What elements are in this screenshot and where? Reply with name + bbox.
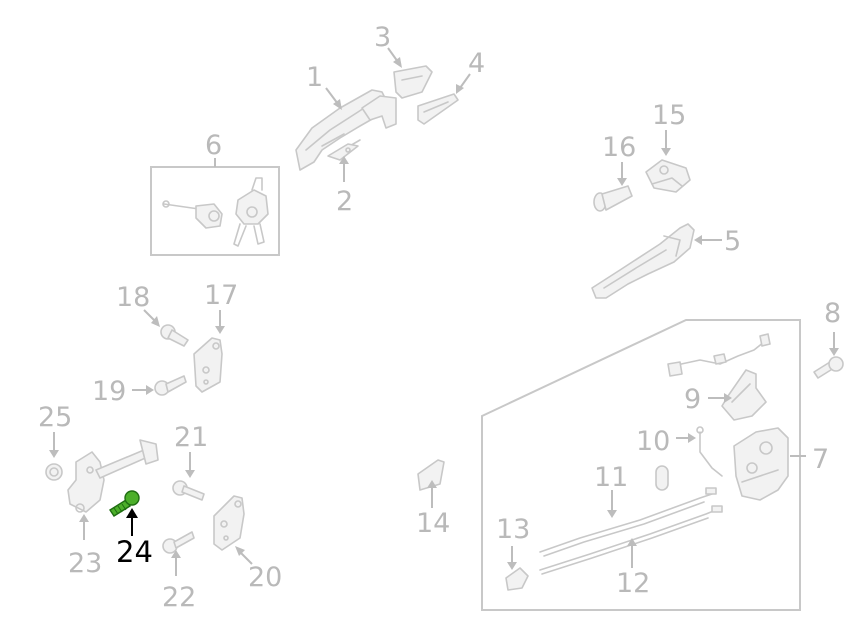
bolt-part-19[interactable]	[154, 375, 187, 396]
callout-22: 22	[162, 582, 196, 613]
door-check-part-23[interactable]	[67, 439, 159, 513]
striker-bolt-part-16[interactable]	[593, 185, 633, 212]
bolt-part-24-highlighted[interactable]	[109, 490, 140, 517]
bolt-part-18[interactable]	[160, 324, 189, 347]
striker-part-15[interactable]	[645, 159, 691, 193]
clip-part-13[interactable]	[505, 567, 529, 591]
door-lock-part-7[interactable]	[733, 427, 789, 501]
hinge-part-20[interactable]	[213, 495, 245, 551]
bracket-part-14[interactable]	[417, 459, 445, 491]
callout-9: 9	[684, 384, 701, 415]
callout-2: 2	[336, 186, 353, 217]
callout-10: 10	[636, 426, 670, 457]
bracket-part-9[interactable]	[721, 369, 767, 421]
callout-4: 4	[468, 48, 485, 79]
callout-23: 23	[68, 548, 102, 579]
callout-16: 16	[602, 132, 636, 163]
callout-11: 11	[594, 462, 628, 493]
callout-15: 15	[652, 100, 686, 131]
wire-harness-part-7[interactable]	[667, 333, 771, 377]
handle-cap-part-3[interactable]	[393, 65, 433, 99]
callout-25: 25	[38, 402, 72, 433]
lock-cylinder-keys-part-6[interactable]	[162, 177, 269, 247]
callout-8: 8	[824, 298, 841, 329]
cable-part-12[interactable]	[539, 505, 723, 575]
outer-handle-part-1[interactable]	[295, 89, 397, 171]
callout-18: 18	[116, 282, 150, 313]
callout-17: 17	[204, 280, 238, 311]
callout-7: 7	[812, 444, 829, 475]
leader-lines	[49, 47, 839, 576]
inner-handle-part-5[interactable]	[591, 223, 695, 299]
callout-19: 19	[92, 376, 126, 407]
rod-part-10[interactable]	[696, 426, 723, 477]
callout-3: 3	[374, 22, 391, 53]
handle-pad-part-2[interactable]	[327, 143, 359, 161]
gasket-part-4[interactable]	[417, 93, 459, 125]
washer-part-25[interactable]	[45, 463, 63, 481]
group-box-7	[481, 319, 801, 611]
grommet[interactable]	[655, 465, 669, 491]
hinge-part-17[interactable]	[193, 337, 223, 393]
bolt-part-22[interactable]	[162, 531, 195, 554]
callout-20: 20	[248, 562, 282, 593]
callout-24-highlighted: 24	[116, 535, 153, 569]
callout-1: 1	[306, 62, 323, 93]
callout-12: 12	[616, 568, 650, 599]
callout-14: 14	[416, 508, 450, 539]
bolt-part-8[interactable]	[813, 356, 844, 379]
cable-part-11[interactable]	[539, 487, 717, 557]
bolt-part-21[interactable]	[172, 480, 205, 501]
callout-21: 21	[174, 422, 208, 453]
callout-13: 13	[496, 514, 530, 545]
callout-6: 6	[205, 130, 222, 161]
callout-5: 5	[724, 226, 741, 257]
